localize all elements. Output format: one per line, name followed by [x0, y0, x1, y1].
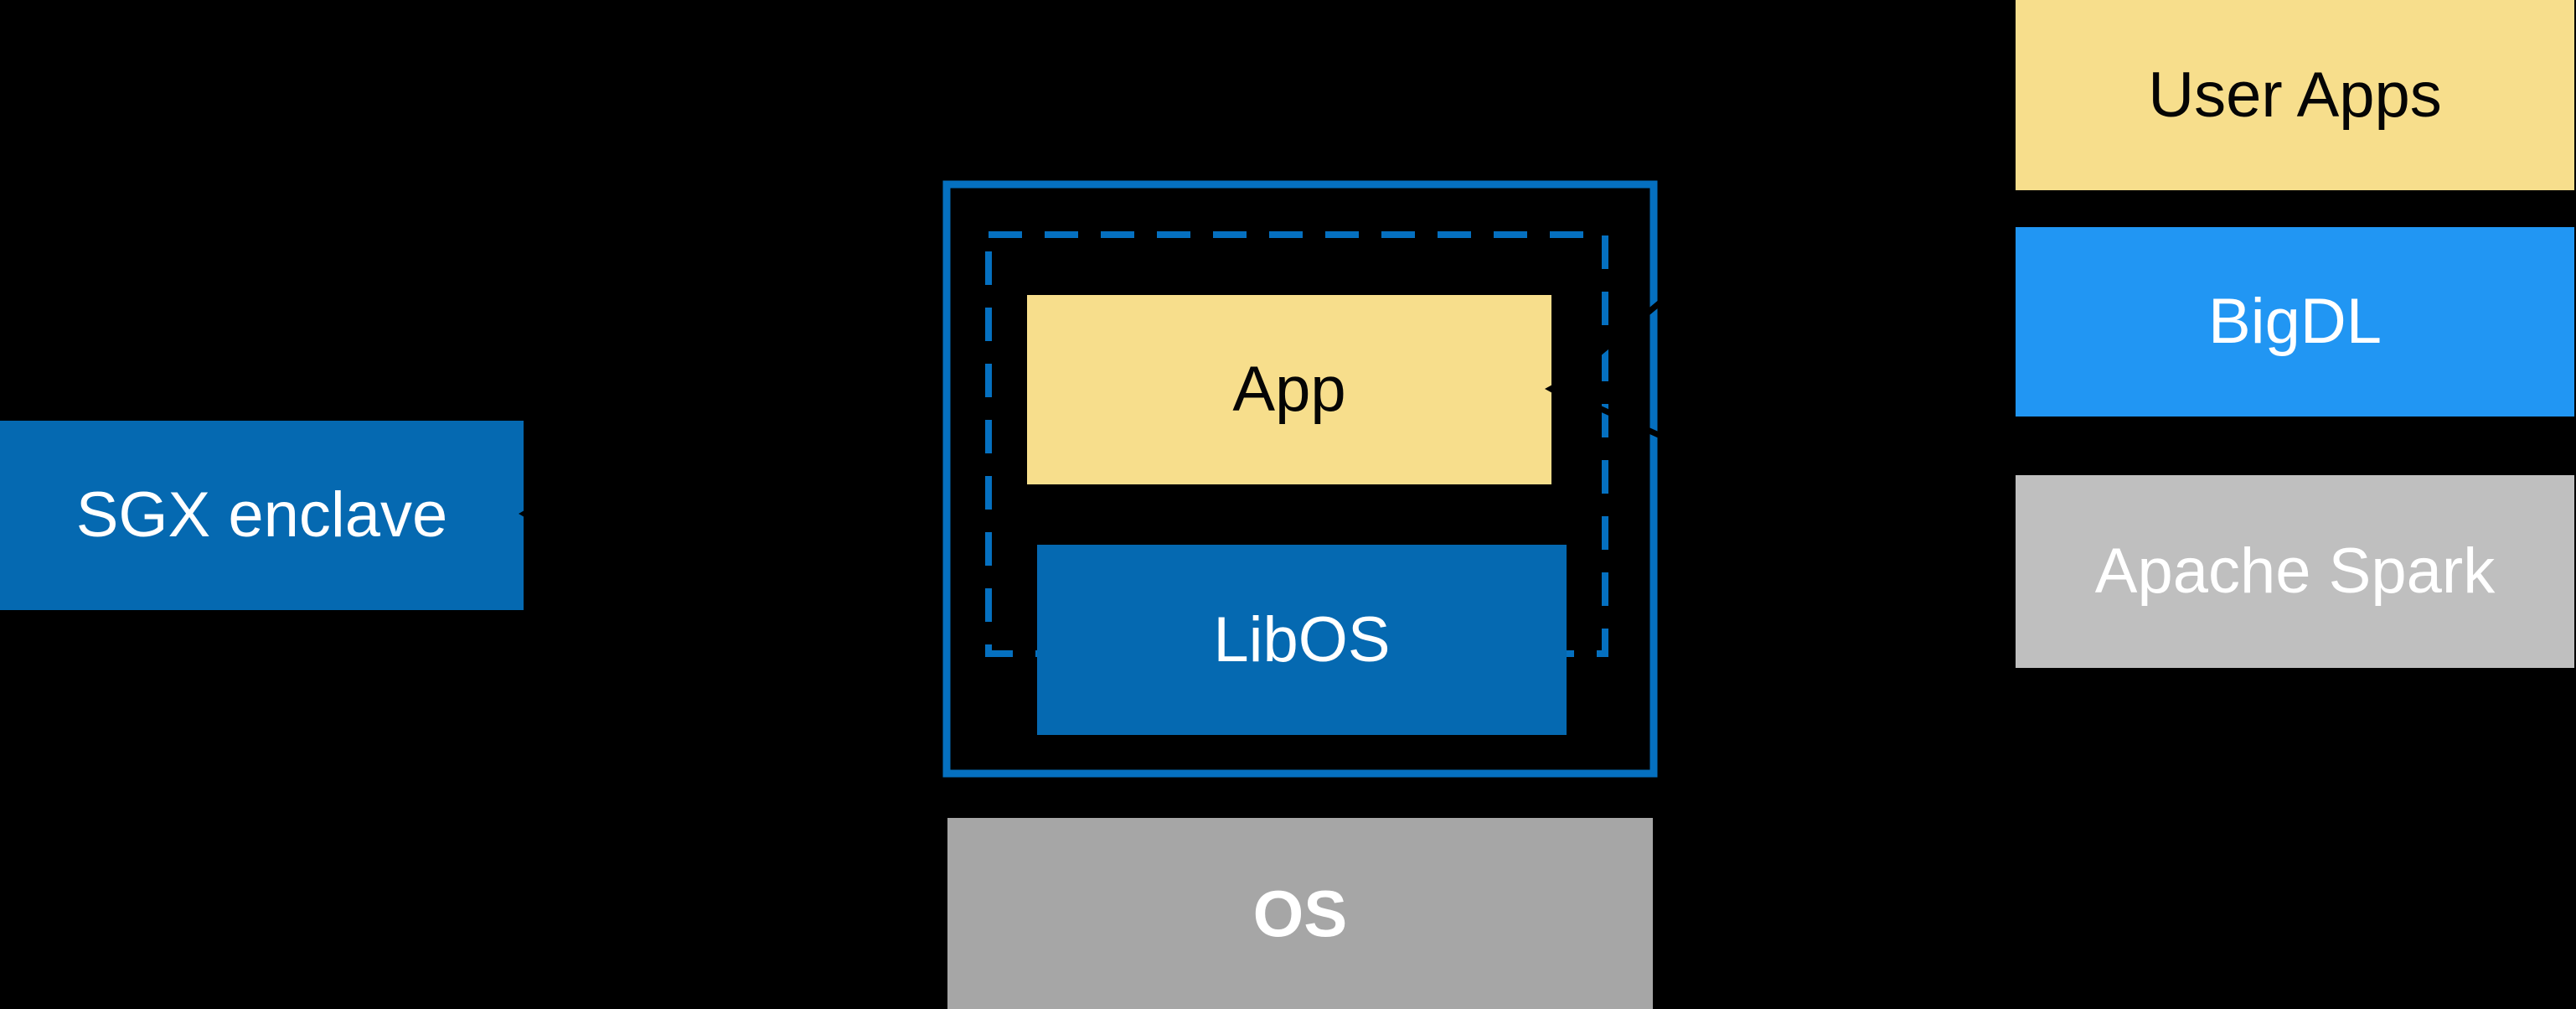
user-apps-label: User Apps	[2148, 59, 2442, 131]
user-apps-box: User Apps	[2016, 0, 2574, 190]
os-box: OS	[947, 818, 1653, 1009]
app-box: App	[1027, 295, 1551, 484]
libos-label: LibOS	[1213, 603, 1391, 675]
sgx-enclave-label: SGX enclave	[75, 479, 448, 551]
sgx-enclave-box: SGX enclave	[0, 421, 524, 610]
bigdl-label: BigDL	[2208, 286, 2382, 357]
apache-spark-label: Apache Spark	[2094, 536, 2496, 607]
apache-spark-box: Apache Spark	[2016, 475, 2574, 668]
stack-to-app-upper-line	[1554, 1, 2021, 391]
os-label: OS	[1252, 877, 1348, 950]
stack-to-app-lower-line	[1555, 385, 2021, 601]
app-label: App	[1232, 354, 1346, 425]
libos-box: LibOS	[1037, 545, 1567, 735]
bigdl-box: BigDL	[2016, 227, 2574, 417]
